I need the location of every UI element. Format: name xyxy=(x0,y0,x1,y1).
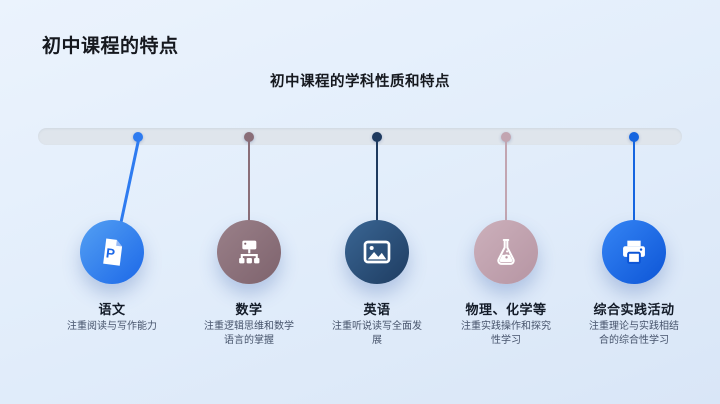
subject-bubble xyxy=(217,220,281,284)
subject-title: 数学 xyxy=(235,302,263,317)
connector-line xyxy=(117,139,140,231)
subtitle: 初中课程的学科性质和特点 xyxy=(270,74,450,90)
subject-bubble xyxy=(474,220,538,284)
flask-icon xyxy=(497,239,515,265)
printer-icon xyxy=(623,240,645,264)
subject-desc: 注重听说读写全面发展 xyxy=(332,321,422,346)
connector-line xyxy=(504,140,508,226)
connector-line xyxy=(247,140,251,226)
page-title: 初中课程的特点 xyxy=(42,36,179,57)
subject-bubble xyxy=(602,220,666,284)
timeline-item-wuli-huaxue: 物理、化学等 注重实践操作和探究性学习 xyxy=(441,0,571,404)
timeline-dot xyxy=(372,132,382,142)
timeline-bar xyxy=(38,128,682,145)
subject-title: 语文 xyxy=(98,302,126,317)
subject-title: 综合实践活动 xyxy=(593,302,675,317)
timeline-dot xyxy=(501,132,511,142)
subject-desc: 注重阅读与写作能力 xyxy=(67,321,157,332)
svg-text:P: P xyxy=(105,245,116,261)
timeline-dot xyxy=(244,132,254,142)
sitemap-icon xyxy=(239,240,260,264)
timeline-dot xyxy=(629,132,639,142)
subject-desc: 注重实践操作和探究性学习 xyxy=(461,321,551,346)
subject-title: 物理、化学等 xyxy=(465,302,547,317)
timeline-item-zonghe-shijian: 综合实践活动 注重理论与实践相结合的综合性学习 xyxy=(569,0,699,404)
subject-desc: 注重理论与实践相结合的综合性学习 xyxy=(589,321,679,346)
subject-title: 英语 xyxy=(363,302,391,317)
timeline-item-yuwen: P 语文 注重阅读与写作能力 xyxy=(47,0,177,404)
connector-line xyxy=(632,140,636,226)
timeline-dot xyxy=(133,132,143,142)
subject-bubble: P xyxy=(80,220,144,284)
image-icon xyxy=(363,240,391,264)
timeline-item-shuxue: 数学 注重逻辑思维和数学语言的掌握 xyxy=(184,0,314,404)
connector-line xyxy=(375,140,379,226)
document-p-icon: P xyxy=(103,238,123,266)
subject-bubble xyxy=(345,220,409,284)
timeline-item-yingyu: 英语 注重听说读写全面发展 xyxy=(312,0,442,404)
subject-desc: 注重逻辑思维和数学语言的掌握 xyxy=(204,321,294,346)
